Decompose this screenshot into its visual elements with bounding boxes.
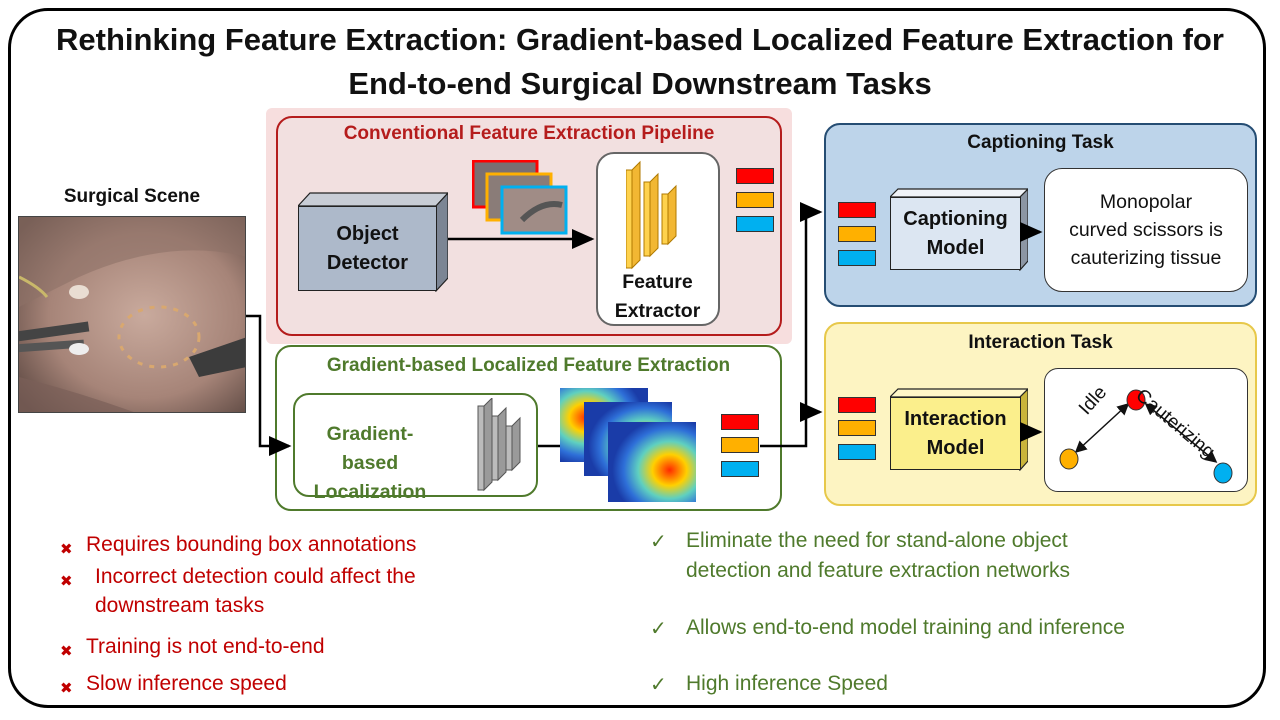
detected-crops-icon [471, 159, 570, 240]
caption-line-2: curved scissors is [1069, 218, 1223, 241]
page-title-line-1: Rethinking Feature Extraction: Gradient-… [56, 22, 1224, 57]
interaction-task-title: Interaction Task [968, 332, 1113, 353]
caption-line-1: Monopolar [1099, 190, 1193, 213]
benefit-1: Eliminate the need for stand-alone objec… [686, 529, 1068, 552]
check-icon: ✓ [650, 618, 667, 640]
page-title-line-2: End-to-end Surgical Downstream Tasks [348, 66, 932, 101]
gradient-localization-label-1: Gradient- [326, 423, 414, 445]
conventional-feature-orange [736, 192, 774, 208]
captioning-feature-red [838, 202, 876, 218]
conventional-feature-red [736, 168, 774, 184]
interaction-feature-blue [838, 444, 876, 460]
interaction-feature-red [838, 397, 876, 413]
interaction-feature-orange [838, 420, 876, 436]
gradient-pipeline-title: Gradient-based Localized Feature Extract… [326, 355, 731, 376]
check-icon: ✓ [650, 531, 667, 553]
caption-output-box: Monopolar curved scissors is cauterizing… [1044, 168, 1248, 292]
cross-icon: ✖ [60, 680, 73, 697]
object-detector-label-1: Object [336, 222, 399, 245]
captioning-feature-orange [838, 226, 876, 242]
captioning-model-label-1: Captioning [903, 207, 1008, 230]
captioning-model-label-2: Model [926, 236, 985, 259]
cross-icon: ✖ [60, 573, 73, 590]
drawback-1: Requires bounding box annotations [86, 533, 417, 556]
conventional-pipeline-title: Conventional Feature Extraction Pipeline [343, 123, 715, 144]
surgical-scene-image [18, 216, 246, 413]
drawback-4: Slow inference speed [86, 672, 287, 695]
benefit-3: High inference Speed [686, 672, 888, 695]
drawback-2: Incorrect detection could affect the [95, 565, 416, 588]
captioning-task-title: Captioning Task [967, 132, 1114, 153]
cross-icon: ✖ [60, 541, 73, 558]
slide-frame [8, 8, 1266, 708]
benefit-1-cont: detection and feature extraction network… [686, 559, 1071, 582]
interaction-graph-box: Idle Cauterizing [1044, 368, 1248, 492]
gradient-feature-red [721, 414, 759, 430]
feature-extractor-label-2: Extractor [614, 300, 701, 323]
captioning-feature-blue [838, 250, 876, 266]
gradient-feature-orange [721, 437, 759, 453]
drawback-2-cont: downstream tasks [95, 594, 265, 617]
heatmap-stack-icon [560, 388, 700, 504]
surgical-scene-label: Surgical Scene [63, 186, 201, 207]
conventional-feature-blue [736, 216, 774, 232]
gradient-feature-blue [721, 461, 759, 477]
check-icon: ✓ [650, 674, 667, 696]
interaction-model-label-1: Interaction [904, 407, 1007, 430]
benefit-2: Allows end-to-end model training and inf… [686, 616, 1125, 639]
drawback-3: Training is not end-to-end [86, 635, 325, 658]
gray-network-icon [474, 396, 528, 492]
interaction-model-label-2: Model [926, 436, 985, 459]
object-detector-label-2: Detector [326, 251, 409, 274]
gradient-localization-label-2: based Localization [313, 452, 427, 504]
feature-extractor-box: Feature Extractor [596, 152, 720, 326]
caption-line-3: cauterizing tissue [1070, 247, 1222, 270]
cross-icon: ✖ [60, 643, 73, 660]
feature-extractor-label-1: Feature [622, 271, 693, 293]
